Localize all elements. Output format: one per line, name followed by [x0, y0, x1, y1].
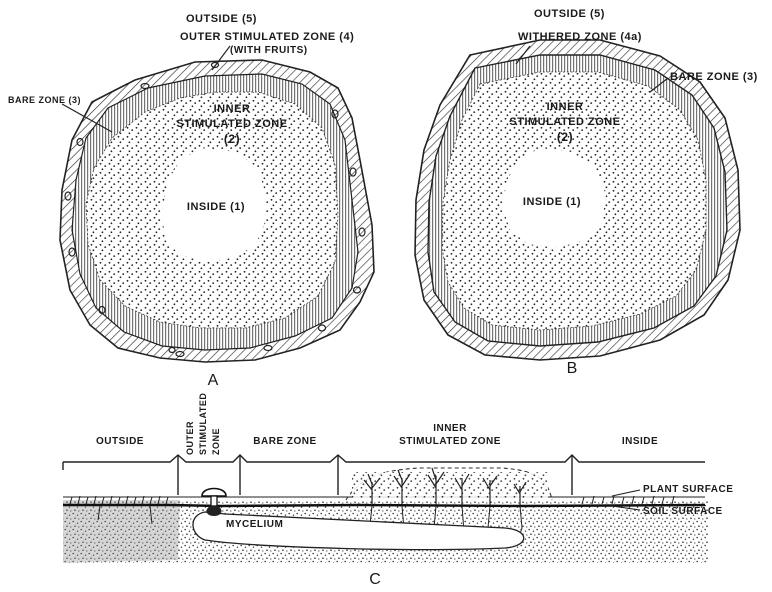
- inner-zone-dots: [352, 472, 548, 498]
- mycelium-label: MYCELIUM: [226, 519, 283, 530]
- inner-zone-label-a-2: STIMULATED ZONE: [176, 118, 287, 130]
- outer-label-c-2: STIMULATED: [198, 393, 208, 455]
- soil-surface-label: SOIL SURFACE: [643, 506, 723, 517]
- figure-letter-c: C: [369, 571, 381, 588]
- soil-surface-line: [63, 505, 705, 506]
- bare-zone-label-b: BARE ZONE (3): [670, 71, 758, 83]
- outer-zone-label-a: OUTER STIMULATED ZONE (4): [180, 31, 354, 43]
- outside-label-b: OUTSIDE (5): [534, 8, 605, 20]
- figure-letter-b: B: [567, 360, 578, 377]
- figure-a: OUTSIDE (5) OUTER STIMULATED ZONE (4) (W…: [8, 13, 374, 389]
- inner-zone-label-c-2: STIMULATED ZONE: [399, 436, 501, 447]
- withered-zone-label-b: WITHERED ZONE (4a): [518, 31, 642, 43]
- soil-dark-left: [63, 500, 180, 563]
- inner-zone-label-b-2: STIMULATED ZONE: [509, 116, 620, 128]
- figure-b: OUTSIDE (5) WITHERED ZONE (4a) BARE ZONE…: [415, 8, 758, 377]
- outer-zone-sublabel-a: (WITH FRUITS): [230, 45, 308, 56]
- inner-zone-label-c-1: INNER: [433, 423, 467, 434]
- plant-surface-label: PLANT SURFACE: [643, 484, 733, 495]
- figure-c: OUTSIDE OUTER STIMULATED ZONE BARE ZONE …: [63, 393, 733, 588]
- outside-label-a: OUTSIDE (5): [186, 13, 257, 25]
- leader-plant-surface: [612, 490, 640, 496]
- outer-label-c-1: OUTER: [185, 421, 195, 455]
- outside-label-c: OUTSIDE: [96, 436, 144, 447]
- figure-letter-a: A: [208, 372, 219, 389]
- inner-zone-label-a-1: INNER: [214, 103, 251, 115]
- inside-label-c: INSIDE: [622, 436, 658, 447]
- inner-zone-label-b-3: (2): [557, 130, 573, 144]
- outer-label-c-3: ZONE: [211, 428, 221, 455]
- inside-label-a: INSIDE (1): [187, 201, 245, 213]
- bare-zone-label-c: BARE ZONE: [253, 436, 316, 447]
- inside-label-b: INSIDE (1): [523, 196, 581, 208]
- inner-zone-label-b-1: INNER: [547, 101, 584, 113]
- inner-zone-label-a-3: (2): [224, 132, 240, 146]
- bare-zone-label-a: BARE ZONE (3): [8, 95, 81, 105]
- outer-zone-label-c: OUTER STIMULATED ZONE: [185, 393, 221, 455]
